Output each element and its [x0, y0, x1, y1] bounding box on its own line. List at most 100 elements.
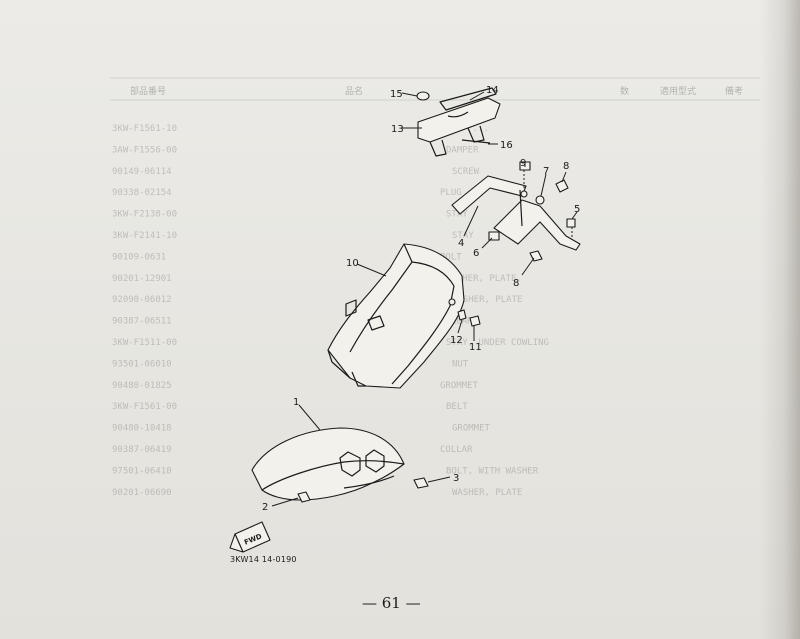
callout-12: 12: [450, 335, 463, 346]
bleed-part-name: NUT: [452, 359, 469, 369]
bleed-part-number: 90480-10418: [112, 424, 172, 434]
fwd-arrow-head: [229, 533, 244, 553]
page-number: — 61 —: [362, 594, 421, 612]
bleed-part-number: 90387-06511: [112, 317, 172, 327]
fender-clip: [367, 315, 385, 331]
leader-3: [427, 476, 451, 483]
callout-labels: 1 2 3 4 5 6 7 8 8 9 10 11 12 13 14 15 16: [262, 85, 580, 513]
fender-foot: [327, 349, 351, 379]
bleed-header-3: 適用型式: [660, 85, 696, 97]
callout-3: 3: [453, 473, 459, 484]
bleed-part-number: 3KW-F2141-10: [112, 231, 177, 241]
bleed-part-number: 90149-06114: [112, 167, 172, 177]
leader-6: [481, 237, 493, 249]
leader-2: [271, 497, 299, 507]
leader-5: [571, 211, 578, 220]
bolt-part-11: [469, 315, 481, 327]
plate-washer: [488, 231, 500, 241]
stay-link: [519, 189, 523, 227]
bleed-header-2: 数: [620, 85, 629, 97]
callout-15: 15: [390, 89, 403, 100]
collar-part-7: [535, 195, 545, 205]
bleed-part-name: DAMPER: [446, 145, 479, 155]
bleed-part-number: 3KW-F1561-00: [112, 402, 177, 412]
fender-mount-left: [339, 451, 361, 477]
inner-fender-rib: [391, 285, 455, 385]
callout-1: 1: [293, 397, 299, 408]
leader-7: [540, 173, 547, 197]
bleed-part-name: COLLAR: [440, 317, 473, 327]
bleed-header-1: 品名: [345, 85, 363, 97]
stay-part-6: [493, 199, 581, 251]
leader-10: [356, 263, 387, 277]
leader-1: [298, 404, 321, 431]
top-bracket-assembly: [416, 87, 501, 157]
bleed-part-number: 90201-06690: [112, 488, 172, 498]
fender-hole: [448, 298, 456, 306]
callout-2: 2: [262, 502, 268, 513]
bleed-part-name: PLUG: [440, 188, 462, 198]
bolt-part-8-bottom: [529, 250, 543, 262]
bleed-part-number: 3KW-F2138-00: [112, 210, 177, 220]
bleed-part-name: BELT: [446, 402, 468, 412]
callout-5: 5: [574, 204, 580, 215]
page-edge-shadow: [760, 0, 800, 639]
screw-part-16: [461, 139, 491, 144]
bleed-part-number: 3AW-F1556-00: [112, 145, 177, 155]
bleed-part-name: COLLAR: [440, 445, 473, 455]
bleed-part-number: 3KW-F1561-10: [112, 124, 177, 134]
fender-edge: [343, 475, 395, 489]
leader-4: [463, 205, 479, 237]
washer-part-12: [457, 309, 467, 321]
bleed-header-0: 部品番号: [130, 85, 166, 97]
bleed-part-number: 90387-06419: [112, 445, 172, 455]
leader-12: [457, 319, 463, 334]
stay-assembly: [451, 161, 581, 262]
bleed-part-name: STAY: [452, 231, 474, 241]
leader-15: [401, 92, 418, 97]
fender-crease: [261, 460, 405, 491]
inner-fender-part-10: [327, 243, 481, 389]
bleed-part-name: WASHER, PLATE: [446, 274, 516, 284]
bracket-leg-right: [467, 125, 485, 143]
callout-8-bottom: 8: [513, 278, 519, 289]
bleed-part-number: 90338-02154: [112, 188, 172, 198]
bleed-part-name: STAY, UNDER COWLING: [446, 338, 549, 348]
bleed-part-number: 90109-0631: [112, 252, 166, 262]
callout-6: 6: [473, 248, 479, 259]
hole-a: [520, 190, 528, 198]
grommet-part-15: [416, 91, 430, 101]
inner-fender-lip: [403, 243, 455, 287]
bleed-part-name: BOLT: [440, 252, 462, 262]
callout-16: 16: [500, 140, 513, 151]
callout-14: 14: [486, 85, 499, 96]
damper-pad: [439, 87, 497, 111]
callout-4: 4: [458, 238, 464, 249]
bleed-part-name: BOLT, WITH WASHER: [446, 466, 539, 476]
leader-14: [469, 91, 485, 101]
figure-code: 3KW14 14-0190: [230, 555, 297, 564]
bleed-part-name: SCREW: [452, 167, 480, 177]
fender-shell: [251, 427, 405, 501]
bleed-part-number: 3KW-F1511-00: [112, 338, 177, 348]
inner-fender-edge: [349, 261, 413, 353]
front-fender-part-1: [251, 427, 429, 503]
fender-mount-right: [365, 449, 385, 473]
leader-8a: [561, 171, 567, 183]
bolt-part-5: [566, 218, 576, 228]
callout-13: 13: [391, 124, 404, 135]
leader-lines: [271, 91, 578, 507]
bracket-detail: [447, 111, 469, 118]
bleed-header-4: 備考: [725, 85, 743, 97]
bleed-part-number: 90201-12901: [112, 274, 172, 284]
bleed-part-name: WASHER, PLATE: [452, 488, 522, 498]
bleed-part-name: GROMMET: [440, 381, 479, 391]
fwd-arrow-icon: FWD: [229, 521, 271, 553]
bracket-leg-left: [429, 139, 447, 157]
top-bracket: [417, 97, 501, 143]
callout-7: 7: [543, 166, 549, 177]
bleed-part-name: GROMMET: [452, 424, 491, 434]
bleed-part-name: STAY: [446, 210, 468, 220]
